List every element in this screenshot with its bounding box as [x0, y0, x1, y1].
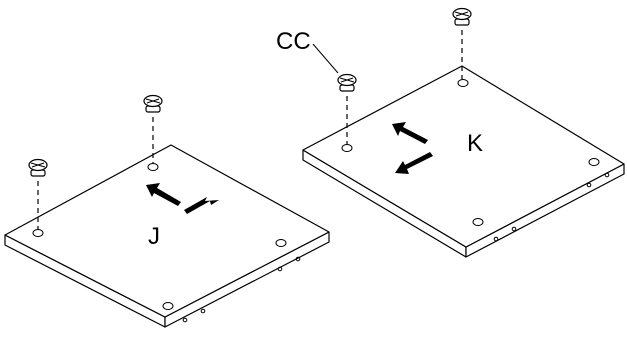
panel-k-top-face	[302, 65, 625, 248]
arrow-icon	[184, 197, 219, 214]
panel-j-label: J	[148, 223, 160, 250]
screw-icon	[452, 7, 472, 79]
panel-j-hole	[147, 163, 159, 171]
panel-j-edge-hole	[200, 308, 206, 314]
panel-j: J	[4, 144, 330, 328]
panel-k-hole	[341, 144, 353, 152]
panel-k-hole	[588, 158, 600, 166]
panel-j-hole	[162, 302, 174, 310]
screw-icon	[28, 158, 48, 229]
panel-k-hole	[472, 218, 484, 226]
panel-j-edge-hole	[277, 266, 283, 272]
arrow-icon	[392, 122, 428, 144]
panel-j-edge-hole	[182, 317, 188, 323]
panel-j-hole	[32, 229, 44, 237]
callout-leader-line	[312, 43, 339, 74]
panel-k-label: K	[467, 130, 483, 157]
panel-k-edge-hole	[493, 236, 499, 242]
screw-icon	[337, 73, 357, 144]
panel-k: K	[302, 65, 625, 258]
panel-j-hole	[275, 239, 287, 247]
screw-icon	[143, 94, 163, 163]
panel-k-edge-hole	[604, 172, 610, 178]
panel-j-edge-hole	[295, 256, 301, 262]
panel-j-top-face	[4, 144, 330, 318]
panel-k-hole	[457, 79, 469, 87]
arrow-icon	[395, 152, 433, 174]
arrow-icon	[146, 183, 181, 206]
panel-k-edge-hole	[511, 226, 517, 232]
callout-cc: CC	[276, 28, 339, 74]
callout-label: CC	[276, 28, 311, 55]
panel-k-edge-hole	[586, 182, 592, 188]
